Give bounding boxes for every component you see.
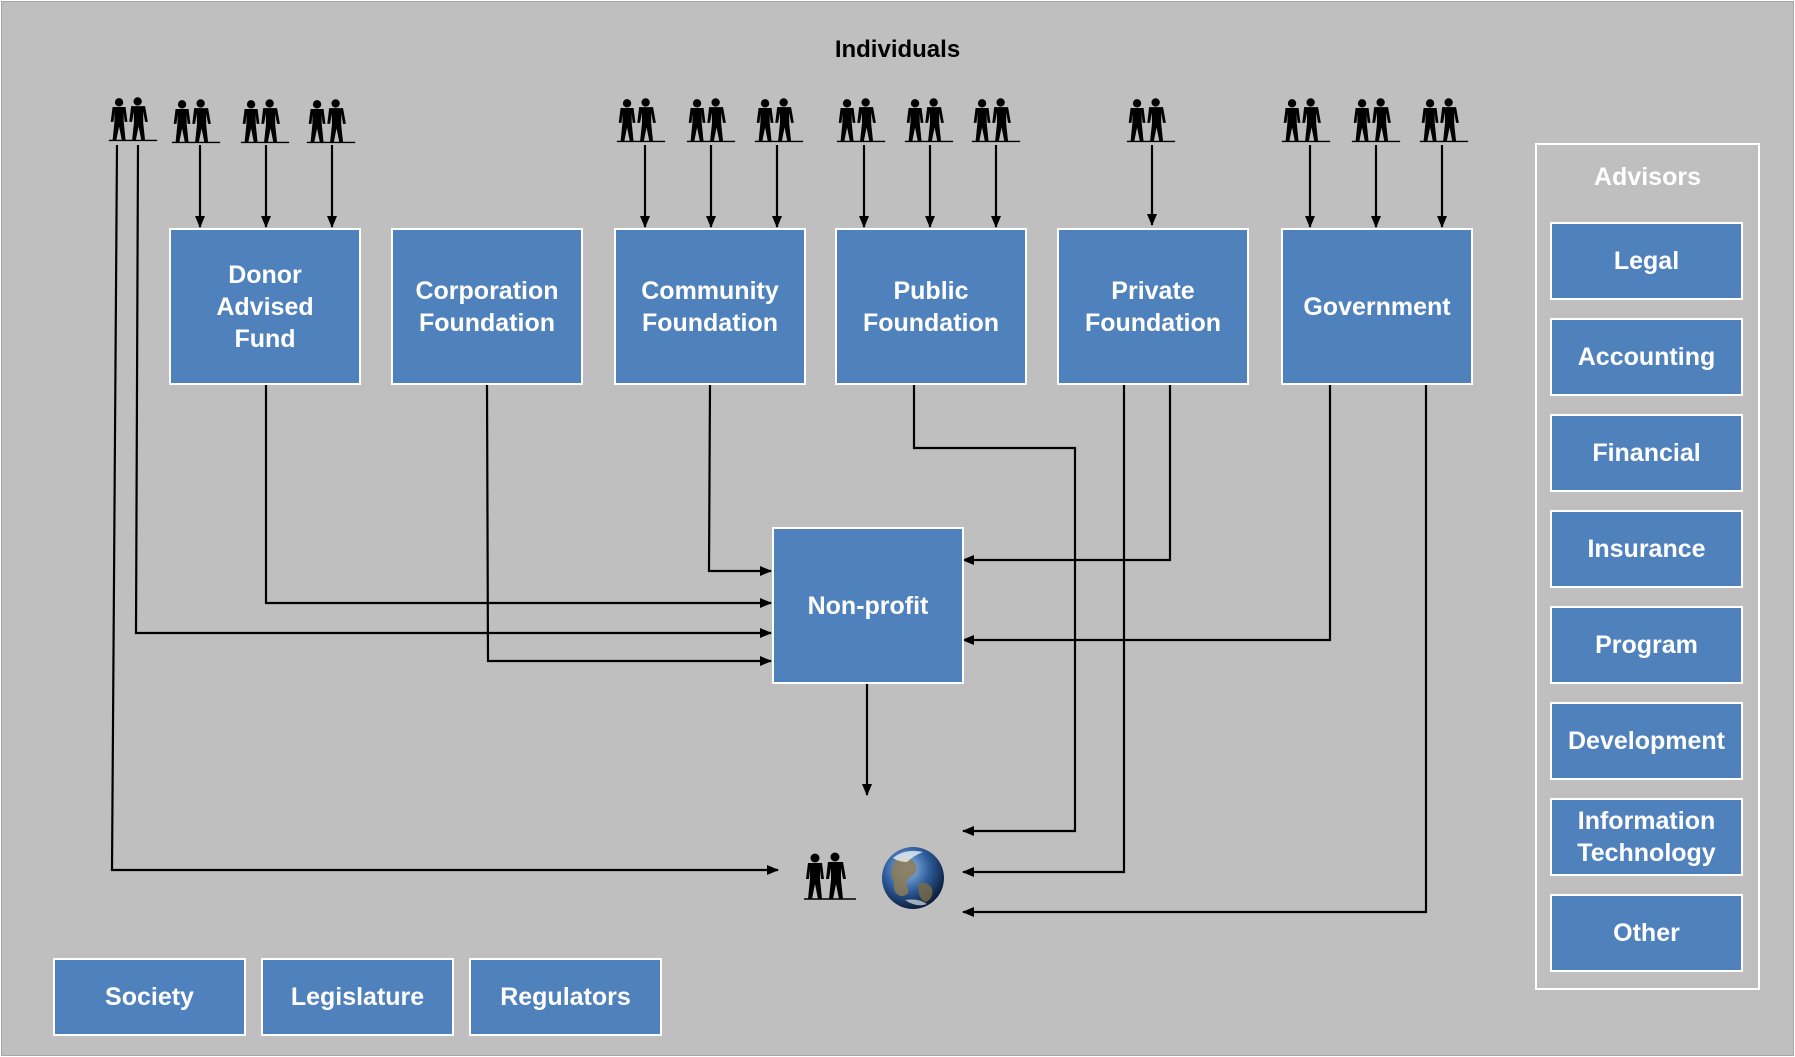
people-icon [171,98,221,144]
advisor-label: Accounting [1577,343,1716,371]
advisor-label: Program [1595,631,1698,659]
society-label: Society [105,983,194,1011]
connector-lines [110,144,1447,917]
people-icon [1351,97,1401,143]
advisor-development-box: Development [1550,702,1743,780]
private-foundation-label: Private Foundation [1084,276,1222,337]
advisor-label: Insurance [1587,535,1706,563]
people-icon [803,851,857,900]
advisor-insurance-box: Insurance [1550,510,1743,588]
community-foundation-box: Community Foundation [614,228,806,385]
people-icon [1281,97,1331,143]
legislature-label: Legislature [290,983,425,1011]
advisor-label: Other [1613,919,1680,947]
people-icon [754,97,804,143]
people-icon [904,97,954,143]
people-icon [306,98,356,144]
people-icon-group-top [108,96,1469,144]
government-box: Government [1281,228,1473,385]
earth-icon [882,847,944,909]
people-icon [686,97,736,143]
people-icon [971,97,1021,143]
non-profit-box: Non-profit [772,527,964,684]
advisor-legal-box: Legal [1550,222,1743,300]
advisor-other-box: Other [1550,894,1743,972]
non-profit-label: Non-profit [807,591,929,620]
people-icon [616,97,666,143]
corporation-foundation-box: Corporation Foundation [391,228,583,385]
advisor-label: Development [1568,727,1725,755]
community-foundation-label: Community Foundation [641,276,779,337]
public-foundation-label: Public Foundation [862,276,1000,337]
advisors-panel: Advisors [1535,143,1760,990]
corporation-foundation-label: Corporation Foundation [415,276,559,337]
advisor-accounting-box: Accounting [1550,318,1743,396]
advisors-title: Advisors [1594,163,1701,191]
individuals-title: Individuals [834,36,961,63]
legislature-box: Legislature [261,958,454,1036]
advisor-financial-box: Financial [1550,414,1743,492]
public-foundation-box: Public Foundation [835,228,1027,385]
people-icon [1419,97,1469,143]
advisor-label: Legal [1613,247,1680,275]
advisor-label: Financial [1592,439,1701,467]
people-icon [836,97,886,143]
advisor-label: Information Technology [1577,807,1716,867]
people-icon [240,98,290,144]
donor-advised-fund-label: Donor Advised Fund [216,260,314,353]
people-icon [1126,97,1176,143]
government-label: Government [1303,292,1451,321]
advisor-program-box: Program [1550,606,1743,684]
advisor-information-technology-box: Information Technology [1550,798,1743,876]
regulators-label: Regulators [500,983,631,1011]
society-box: Society [53,958,246,1036]
private-foundation-box: Private Foundation [1057,228,1249,385]
regulators-box: Regulators [469,958,662,1036]
people-icon [108,96,158,142]
donor-advised-fund-box: Donor Advised Fund [169,228,361,385]
